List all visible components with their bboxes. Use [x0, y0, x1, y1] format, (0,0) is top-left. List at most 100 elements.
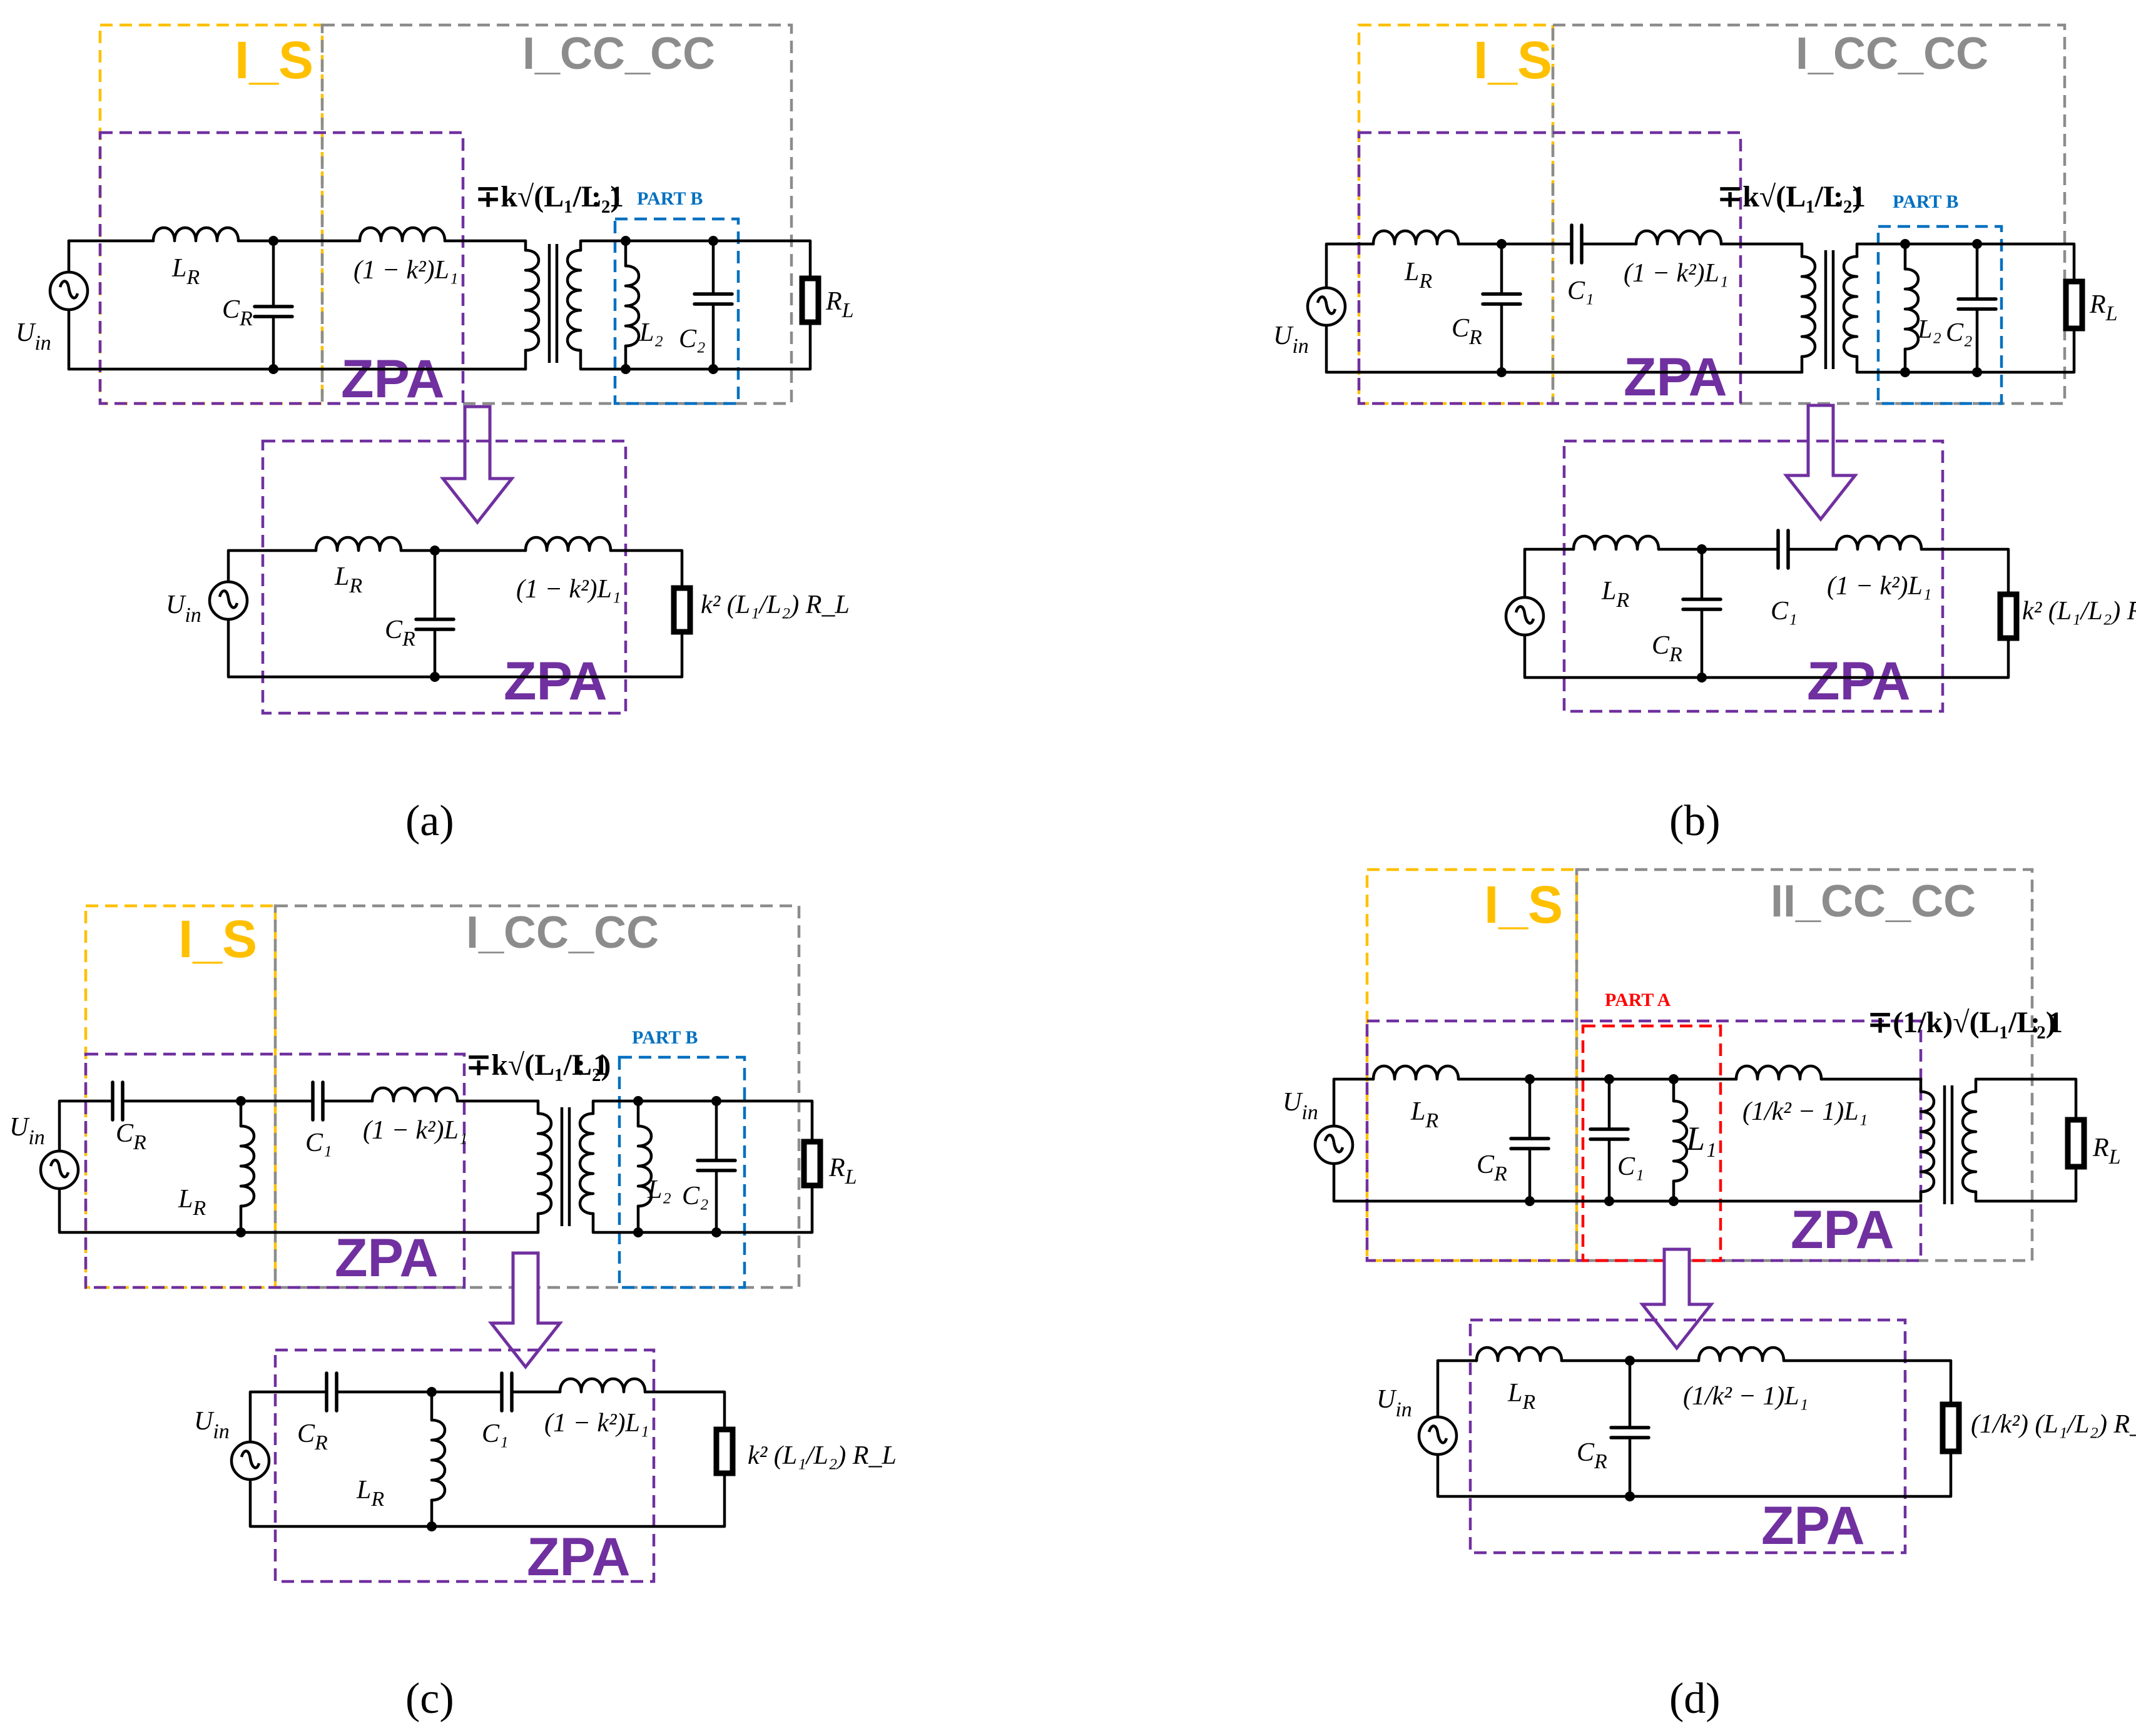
c2-label: C₂	[682, 1182, 709, 1211]
l2-inductor-icon	[626, 266, 639, 346]
l1-label: (1 − k²)L₁	[544, 1409, 649, 1438]
part-label: PART B	[632, 1027, 698, 1048]
transformer-icon	[1802, 250, 1857, 369]
panel-b: I_S I_CC_CC ZPA PART B Uin LR CR C₁ (1 −…	[1273, 23, 2136, 845]
cc-label: I_CC_CC	[1796, 29, 1988, 79]
part-label: PART B	[637, 188, 703, 209]
rl-resistor-icon	[2065, 1117, 2087, 1170]
svg-text:LR: LR	[356, 1476, 384, 1511]
voltage-source-icon	[231, 1442, 269, 1480]
ratio-label: ∓k√(L₁/L₂)	[466, 1048, 611, 1082]
l1-label: (1/k² − 1)L₁	[1742, 1097, 1868, 1126]
l1-label: (1/k² − 1)L₁	[1683, 1382, 1808, 1411]
load-resistor-icon	[671, 585, 693, 635]
voltage-source-icon	[1419, 1417, 1457, 1454]
svg-text:CR: CR	[1652, 631, 1682, 666]
panel-a: I_S I_CC_CC ZPA PART B Uin LR CR (1 − k²…	[16, 23, 854, 845]
transformer-icon	[538, 1107, 593, 1226]
c1-label: C₁	[305, 1129, 332, 1157]
l2-label: L₂	[639, 318, 663, 347]
panel-caption: (c)	[405, 1675, 454, 1723]
svg-text:RL: RL	[2092, 1134, 2121, 1169]
transformer-icon	[1921, 1085, 1976, 1204]
svg-text:CR: CR	[1477, 1150, 1507, 1185]
l2-label: L₂	[1917, 315, 1941, 344]
part-box	[1876, 225, 2003, 405]
l1-inductor-icon	[1699, 1348, 1784, 1361]
load-resistor-icon	[1940, 1401, 1962, 1454]
down-arrow-icon	[1783, 404, 1859, 522]
svg-text:Uin: Uin	[166, 591, 201, 627]
zpa-reduced-box	[273, 1348, 656, 1583]
zpa-label: ZPA	[1791, 1200, 1894, 1260]
rl-resistor-icon	[799, 275, 821, 325]
svg-text:Uin: Uin	[1273, 322, 1309, 358]
zpa-label: ZPA	[335, 1228, 439, 1288]
svg-text:Uin: Uin	[1283, 1088, 1318, 1124]
zpa-reduced-label: ZPA	[527, 1527, 631, 1587]
l1-label: (1 − k²)L₁	[363, 1116, 468, 1145]
voltage-source-icon	[210, 582, 247, 619]
rl-resistor-icon	[2063, 278, 2085, 332]
lr-inductor-icon	[153, 228, 238, 241]
cc-label: II_CC_CC	[1771, 876, 1976, 926]
down-arrow-icon	[487, 1251, 564, 1370]
lr-inductor-icon	[432, 1420, 445, 1500]
load-resistor-icon	[713, 1426, 736, 1476]
zpa-reduced-label: ZPA	[1807, 651, 1911, 711]
part-label: PART A	[1605, 990, 1671, 1010]
l1-inductor-icon	[1636, 231, 1721, 244]
svg-text:LR: LR	[1601, 577, 1629, 612]
voltage-source-icon	[41, 1151, 78, 1189]
svg-text:RL: RL	[828, 1154, 857, 1189]
part-box	[613, 217, 740, 405]
ratio-tail-label: : 1	[591, 180, 624, 213]
panel-c: I_S I_CC_CC ZPA PART B Uin CR LR C₁ (1 −…	[9, 904, 897, 1723]
lr-inductor-icon	[316, 537, 401, 551]
l1-inductor-icon	[526, 537, 611, 551]
is-label: I_S	[1484, 875, 1563, 934]
ratio-tail-label: : 1	[576, 1048, 608, 1082]
cc-box	[320, 23, 793, 405]
c1-label: C₁	[1771, 597, 1798, 626]
load-resistor-icon	[1997, 591, 2020, 641]
zpa-box	[98, 131, 465, 405]
svg-text:LR: LR	[171, 254, 200, 289]
l1-inductor-icon	[1736, 1066, 1821, 1079]
cc-box	[1551, 23, 2067, 405]
ratio-label: ∓(1/k)√(L₁/L₂)	[1868, 1006, 2056, 1039]
voltage-source-icon	[1506, 597, 1544, 635]
panel-caption: (b)	[1669, 797, 1721, 845]
l1-shunt-inductor-icon	[1674, 1101, 1687, 1181]
svg-text:CR: CR	[116, 1119, 146, 1154]
c1-label: C₁	[1617, 1152, 1644, 1181]
zpa-reduced-label: ZPA	[1761, 1496, 1865, 1556]
l1-label: (1 − k²)L₁	[353, 256, 459, 285]
l1-inductor-icon	[560, 1379, 645, 1392]
cc-box	[1575, 868, 2034, 1262]
load-label: (1/k²) (L₁/L₂) R_L	[1971, 1410, 2136, 1439]
lr-inductor-icon	[1373, 1066, 1458, 1079]
lr-inductor-icon	[1477, 1348, 1562, 1361]
voltage-source-icon	[1308, 288, 1345, 325]
l1-inductor-icon	[1836, 536, 1921, 549]
l1-label: (1 − k²)L₁	[516, 575, 621, 604]
ratio-tail-label: : 1	[1833, 180, 1866, 213]
cc-label: I_CC_CC	[522, 29, 715, 79]
svg-text:LR: LR	[334, 562, 362, 597]
down-arrow-icon	[439, 405, 516, 525]
is-label: I_S	[235, 31, 313, 89]
ratio-label: ∓k√(L₁/L₂)	[476, 180, 620, 213]
load-label: k² (L₁/L₂) R_L	[748, 1441, 897, 1470]
svg-text:CR: CR	[1577, 1438, 1607, 1473]
rl-resistor-icon	[801, 1139, 823, 1189]
c1-label: C₁	[1567, 277, 1594, 305]
c2-label: C₂	[679, 325, 706, 353]
part-label: PART B	[1893, 191, 1958, 212]
ratio-tail-label: : 1	[2030, 1006, 2063, 1039]
zpa-box	[1357, 131, 1742, 405]
svg-text:Uin: Uin	[1376, 1385, 1412, 1421]
zpa-label: ZPA	[341, 349, 445, 409]
c1-label: C₁	[482, 1419, 509, 1448]
